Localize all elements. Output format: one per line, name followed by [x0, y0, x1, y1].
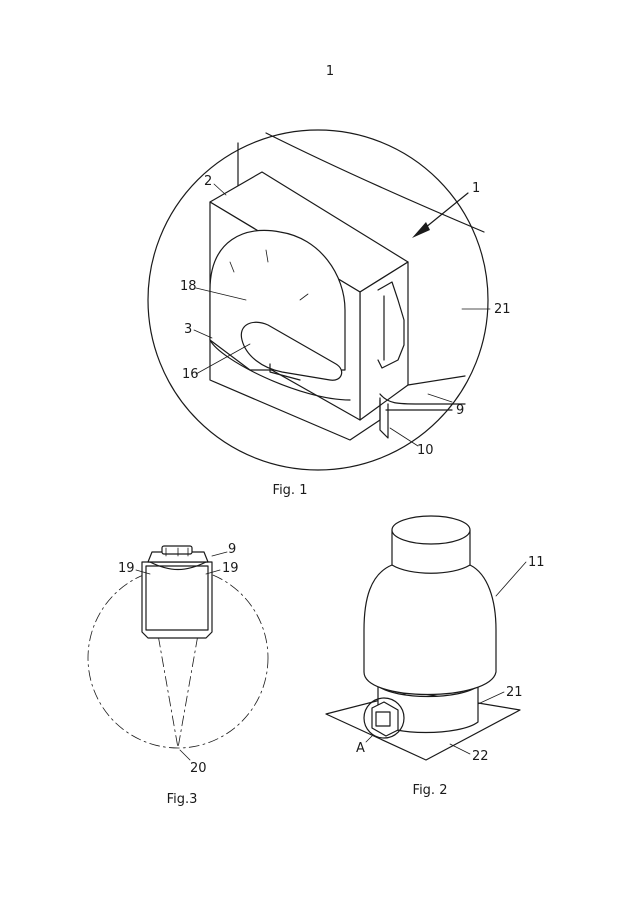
fig2-label-11: 11	[528, 555, 545, 570]
cylinder-top-curve	[265, 132, 485, 233]
fig2-leader-21	[477, 691, 505, 705]
fig3-label-20: 20	[190, 761, 207, 776]
fig1-caption: Fig. 1	[273, 483, 308, 498]
fig1-label-3: 3	[184, 322, 192, 337]
fig3-caption: Fig.3	[167, 792, 198, 807]
page-number: 1	[326, 64, 334, 79]
cylinder-body	[363, 564, 497, 696]
fig3-leader-9	[211, 551, 228, 557]
fig3-label-9: 9	[228, 542, 236, 557]
fig3-housing	[141, 545, 213, 639]
fig1-label-10: 10	[417, 443, 434, 458]
fig3-leader-20	[179, 749, 191, 761]
indicator-window	[240, 321, 343, 381]
fig1-label-1: 1	[472, 181, 480, 196]
fig2-leader-22	[449, 743, 471, 755]
fig1-label-2: 2	[204, 174, 212, 189]
fig1-label-9: 9	[456, 403, 464, 418]
fig3-label-19-right: 19	[222, 561, 239, 576]
fig2-label-21: 21	[506, 685, 523, 700]
fig1-label-18: 18	[180, 279, 197, 294]
fig2-label-22: 22	[472, 749, 489, 764]
fig1-label-16: 16	[182, 367, 199, 382]
arrow-ref-1	[412, 192, 469, 238]
fig3-leader-19a	[135, 569, 151, 575]
fig2-label-A: A	[356, 741, 365, 756]
fig2-leader-A	[365, 735, 373, 743]
fig2-leader-11	[495, 561, 527, 597]
connecting-hose	[379, 375, 466, 439]
figure-1: 1 2 18 3 16 21 9 10 Fig. 1	[147, 129, 511, 498]
figure-2: 11 21 22 A Fig. 2	[325, 515, 545, 798]
detail-circle	[147, 129, 489, 471]
fig2-valve-device	[363, 697, 405, 739]
fig1-leaders	[193, 183, 491, 447]
fig3-leader-19b	[205, 569, 221, 575]
fig2-caption: Fig. 2	[413, 783, 448, 798]
fig1-label-21: 21	[494, 302, 511, 317]
figure-3: 9 19 19 20 Fig.3	[87, 542, 269, 807]
cylinder-top	[391, 515, 471, 545]
fig3-label-19-left: 19	[118, 561, 135, 576]
